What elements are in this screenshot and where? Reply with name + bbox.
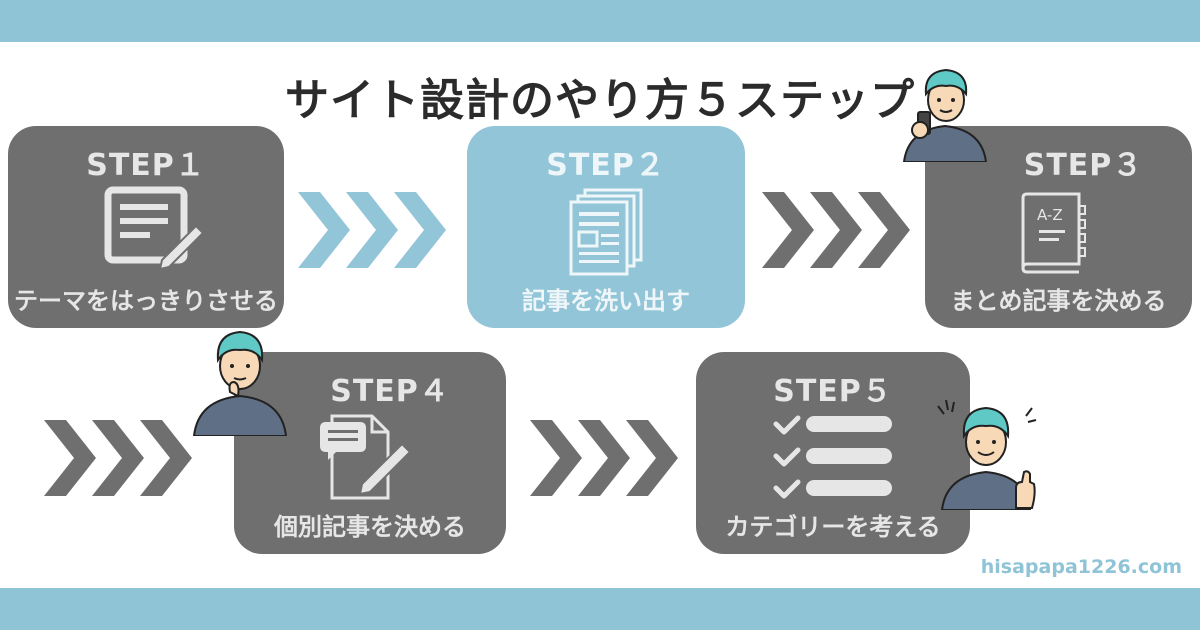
step-2-card: STEP２ 記事を洗い出す <box>467 126 745 328</box>
step-4-card: STEP４ 個別記事を決める <box>234 352 506 554</box>
step-5-label: カテゴリーを考える <box>725 513 941 541</box>
arrow-chevrons-2 <box>762 192 910 268</box>
step-2-label: 記事を洗い出す <box>522 287 690 315</box>
step-5-card: STEP５ カテゴリーを考える <box>696 352 970 554</box>
a-z-notebook-icon: A-Z <box>1021 192 1086 274</box>
man-thinking-icon <box>192 330 288 436</box>
document-edit-icon <box>104 186 204 270</box>
documents-stack-icon <box>569 188 643 276</box>
step-1-heading: STEP１ <box>86 148 206 183</box>
page-title: サイト設計のやり方５ステップ <box>285 75 915 126</box>
website-url: hisapapa1226.com <box>980 556 1182 578</box>
step-2-heading: STEP２ <box>546 148 666 183</box>
step-4-label: 個別記事を決める <box>274 513 466 541</box>
step-1-card: STEP１ テーマをはっきりさせる <box>8 126 284 328</box>
step-3-label: まとめ記事を決める <box>950 287 1167 315</box>
step-5-heading: STEP５ <box>773 374 893 409</box>
man-thumbs-up-icon <box>937 399 1037 510</box>
chat-document-icon <box>320 414 412 500</box>
notebook-az-text: A-Z <box>1037 206 1063 224</box>
man-with-phone-icon <box>902 68 988 162</box>
checklist-icon <box>773 415 892 499</box>
arrow-chevrons-1 <box>298 192 446 268</box>
arrow-chevrons-4 <box>530 420 678 496</box>
step-4-heading: STEP４ <box>330 374 450 409</box>
arrow-chevrons-3 <box>44 420 192 496</box>
step-1-label: テーマをはっきりさせる <box>14 287 278 315</box>
step-3-heading: STEP３ <box>1023 148 1144 183</box>
bottom-band <box>0 588 1200 630</box>
top-band <box>0 0 1200 42</box>
